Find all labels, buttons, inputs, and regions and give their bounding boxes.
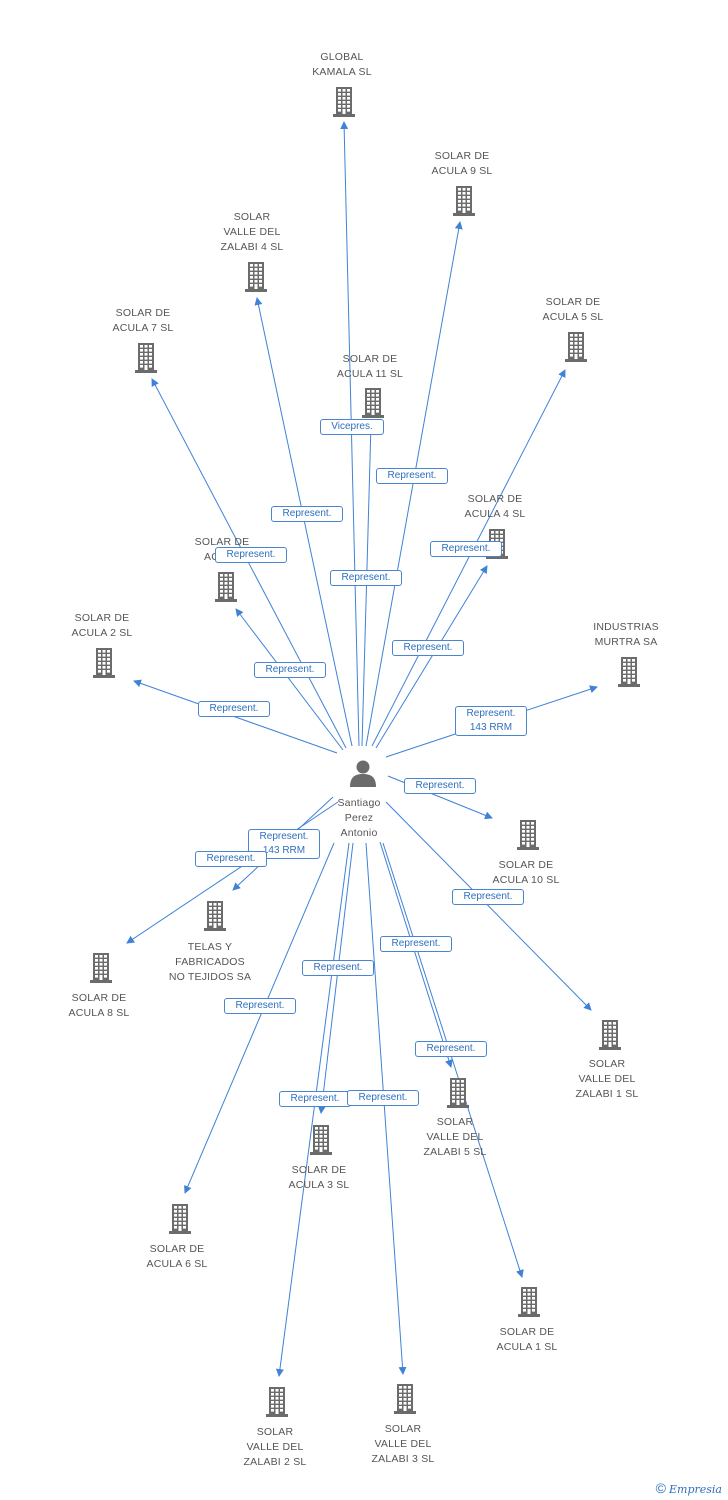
edge-to-solar-valle-3 xyxy=(365,842,407,1375)
relation-label-solar-acula-11[interactable]: Represent. xyxy=(330,570,402,586)
building-icon[interactable] xyxy=(516,819,540,851)
building-icon[interactable] xyxy=(332,86,356,118)
edge-to-solar-valle-2 xyxy=(275,842,350,1377)
edge-to-solar-acula-2 xyxy=(133,679,338,754)
company-name-solar-valle-4[interactable]: SOLAR VALLE DEL ZALABI 4 SL xyxy=(220,211,284,253)
relation-label-solar-acula-8[interactable]: Represent. xyxy=(195,851,267,867)
edge-to-solar-acula-3 xyxy=(317,842,354,1114)
edge-to-solar-acula-9 xyxy=(365,221,463,747)
company-name-solar-acula-1[interactable]: SOLAR DE ACULA 1 SL xyxy=(496,1326,558,1353)
relation-label-solar-valle-2[interactable]: Represent. xyxy=(279,1091,351,1107)
company-name-telas-fabricados[interactable]: TELAS Y FABRICADOS NO TEJIDOS SA xyxy=(168,941,252,983)
company-name-solar-acula-7[interactable]: SOLAR DE ACULA 7 SL xyxy=(112,307,174,334)
relation-label-solar-acula-10[interactable]: Represent. xyxy=(404,778,476,794)
building-icon[interactable] xyxy=(134,342,158,374)
relation-label-solar-acula-2[interactable]: Represent. xyxy=(198,701,270,717)
relation-label-solar-acula-1[interactable]: Represent. xyxy=(415,1041,487,1057)
relation-label-solar-valle-5[interactable]: Represent. xyxy=(380,936,452,952)
building-icon[interactable] xyxy=(265,1386,289,1418)
edge-to-solar-valle-4 xyxy=(254,297,353,747)
company-name-solar-valle-2[interactable]: SOLAR VALLE DEL ZALABI 2 SL xyxy=(243,1426,307,1468)
building-icon[interactable] xyxy=(452,185,476,217)
copyright-symbol: © xyxy=(655,1480,666,1496)
relation-label-solar-valle-3[interactable]: Represent. xyxy=(347,1090,419,1106)
edge-to-solar-acula-5 xyxy=(371,369,566,747)
edge-to-solar-acula-7 xyxy=(151,378,347,749)
company-name-global-kamala[interactable]: GLOBAL KAMALA SL xyxy=(312,51,372,78)
building-icon[interactable] xyxy=(446,1077,470,1109)
edge-to-solar-acula-x xyxy=(235,608,344,751)
company-name-solar-acula-10[interactable]: SOLAR DE ACULA 10 SL xyxy=(492,859,560,886)
building-icon[interactable] xyxy=(168,1203,192,1235)
relation-label-solar-acula-6[interactable]: Represent. xyxy=(224,998,296,1014)
relation-label-industrias-murtra[interactable]: Represent. 143 RRM xyxy=(455,706,527,736)
relation-label-solar-acula-4[interactable]: Represent. xyxy=(392,640,464,656)
company-name-solar-acula-9[interactable]: SOLAR DE ACULA 9 SL xyxy=(431,150,493,177)
company-name-solar-acula-2[interactable]: SOLAR DE ACULA 2 SL xyxy=(71,612,133,639)
building-icon[interactable] xyxy=(203,900,227,932)
company-name-solar-valle-3[interactable]: SOLAR VALLE DEL ZALABI 3 SL xyxy=(371,1423,435,1465)
relation-label-solar-acula-5[interactable]: Represent. xyxy=(430,541,502,557)
company-name-solar-acula-5[interactable]: SOLAR DE ACULA 5 SL xyxy=(542,296,604,323)
company-name-solar-acula-11[interactable]: SOLAR DE ACULA 11 SL xyxy=(336,353,404,380)
building-icon[interactable] xyxy=(92,647,116,679)
company-name-solar-valle-1[interactable]: SOLAR VALLE DEL ZALABI 1 SL xyxy=(575,1058,639,1100)
building-icon[interactable] xyxy=(617,656,641,688)
relation-label-solar-valle-1[interactable]: Represent. xyxy=(452,889,524,905)
company-name-solar-acula-6[interactable]: SOLAR DE ACULA 6 SL xyxy=(146,1243,208,1270)
edge-to-solar-acula-4 xyxy=(375,565,488,749)
edge-to-solar-valle-1 xyxy=(385,801,592,1011)
relation-label-solar-valle-4[interactable]: Represent. xyxy=(271,506,343,522)
building-icon[interactable] xyxy=(89,952,113,984)
relation-label-solar-acula-9[interactable]: Represent. xyxy=(376,468,448,484)
company-name-solar-valle-5[interactable]: SOLAR VALLE DEL ZALABI 5 SL xyxy=(423,1116,487,1158)
building-icon[interactable] xyxy=(517,1286,541,1318)
building-icon[interactable] xyxy=(598,1019,622,1051)
person-name[interactable]: Santiago Perez Antonio xyxy=(337,797,381,839)
building-icon[interactable] xyxy=(244,261,268,293)
relation-label-global-kamala[interactable]: Vicepres. xyxy=(320,419,384,435)
edge-to-solar-acula-8 xyxy=(126,801,339,944)
footer-brand[interactable]: ©Empresia xyxy=(656,1480,722,1496)
company-name-solar-acula-8[interactable]: SOLAR DE ACULA 8 SL xyxy=(68,992,130,1019)
edge-to-solar-acula-6 xyxy=(184,842,335,1194)
building-icon[interactable] xyxy=(564,331,588,363)
building-icon[interactable] xyxy=(393,1383,417,1415)
person-icon[interactable] xyxy=(349,759,377,787)
edge-to-solar-valle-5 xyxy=(379,841,453,1068)
relation-label-solar-acula-7[interactable]: Represent. xyxy=(215,547,287,563)
relation-label-telas-fabricados[interactable]: Represent. 143 RRM xyxy=(248,829,320,859)
edge-to-solar-acula-1 xyxy=(382,842,524,1278)
company-name-solar-acula-3[interactable]: SOLAR DE ACULA 3 SL xyxy=(288,1164,350,1191)
building-icon[interactable] xyxy=(214,571,238,603)
relation-label-solar-acula-3[interactable]: Represent. xyxy=(302,960,374,976)
building-icon[interactable] xyxy=(361,387,385,419)
brand-logo: Empresia xyxy=(669,1483,722,1496)
relation-label-solar-acula-x[interactable]: Represent. xyxy=(254,662,326,678)
company-name-industrias-murtra[interactable]: INDUSTRIAS MURTRA SA xyxy=(593,621,659,648)
building-icon[interactable] xyxy=(309,1124,333,1156)
company-name-solar-acula-4[interactable]: SOLAR DE ACULA 4 SL xyxy=(464,493,526,520)
